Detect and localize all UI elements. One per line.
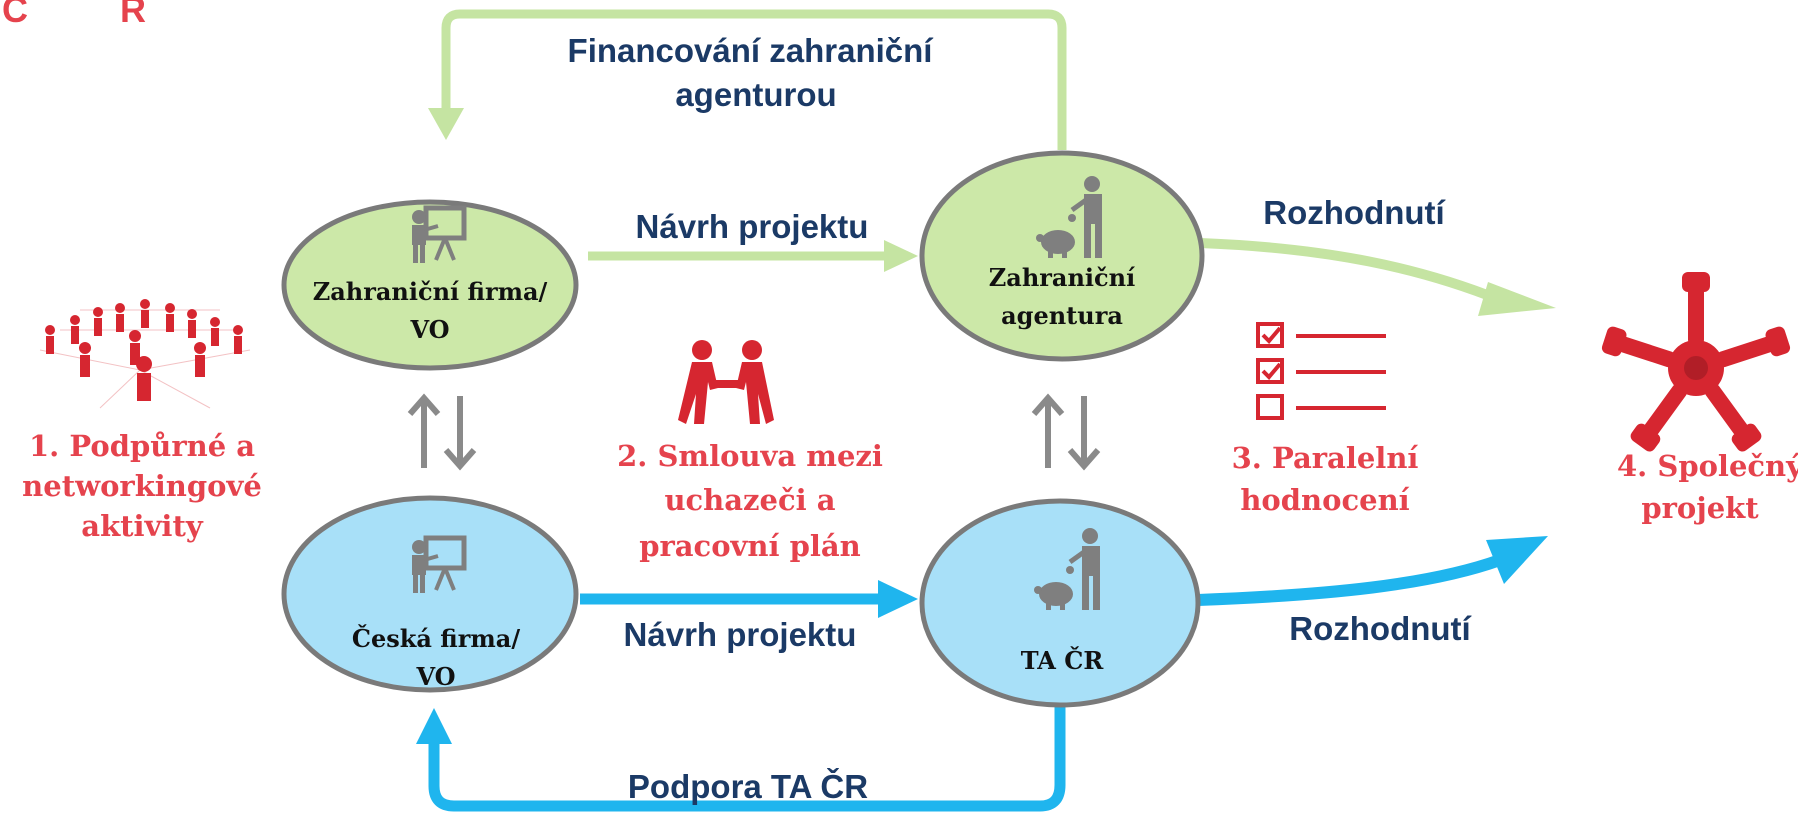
- foreign-company-label-line2: VO: [409, 315, 449, 344]
- node-foreign-company: Zahraniční firma/ VO: [281, 199, 579, 371]
- step4-label-line1: 4. Společný: [1617, 449, 1798, 483]
- funding-arrow: [441, 9, 1067, 150]
- decision-arrow-bottom: [1197, 554, 1503, 606]
- proposal-label-top: Návrh projektu: [636, 208, 869, 245]
- tacr-label: TA ČR: [1021, 646, 1105, 675]
- decision-label-bottom: Rozhodnutí: [1289, 610, 1472, 647]
- checklist-icon: [1256, 322, 1386, 420]
- foreign-agency-label-line2: agentura: [1001, 301, 1123, 330]
- step2-label-line2: uchazeči a: [664, 483, 835, 517]
- brand-letter-r: R: [120, 0, 146, 30]
- node-foreign-agency: Zahraniční agentura: [919, 150, 1205, 362]
- support-arrowhead: [416, 708, 452, 744]
- step1-label-line1: 1. Podpůrné a: [29, 429, 255, 463]
- brand-logo: C R: [2, 0, 146, 30]
- support-label: Podpora TA ČR: [628, 767, 868, 805]
- czech-company-label-line1: Česká firma/: [352, 624, 520, 653]
- czech-company-label-line2: VO: [415, 662, 455, 691]
- proposal-arrowhead-top: [884, 240, 918, 272]
- money-donor-icon: [1036, 176, 1102, 258]
- exchange-arrows-left: [407, 393, 477, 471]
- funding-arrowhead: [428, 108, 464, 140]
- foreign-company-label-line1: Zahraniční firma/: [313, 277, 548, 306]
- proposal-arrowhead-bottom: [878, 580, 918, 618]
- step1-label-line3: aktivity: [81, 509, 204, 543]
- funding-label-line2: agenturou: [675, 76, 836, 113]
- support-arrow: [428, 706, 1066, 812]
- exchange-arrows-right: [1031, 393, 1101, 471]
- step4-label-line2: projekt: [1641, 491, 1759, 525]
- node-czech-company: Česká firma/ VO: [281, 495, 579, 693]
- step3-label-line1: 3. Paralelní: [1232, 441, 1419, 475]
- presenter-board-icon: [412, 205, 467, 263]
- funding-label-line1: Financování zahraniční: [568, 32, 935, 69]
- joined-hands-icon: [1601, 272, 1791, 452]
- handshake-icon: [678, 340, 774, 424]
- step3-label-line2: hodnocení: [1240, 483, 1409, 517]
- network-people-icon: [39, 299, 251, 409]
- step2-label-line1: 2. Smlouva mezi: [617, 439, 883, 473]
- step1-label-line2: networkingové: [22, 469, 262, 503]
- decision-arrowhead-bottom: [1486, 536, 1548, 584]
- presenter-board-icon: [412, 535, 467, 593]
- foreign-agency-label-line1: Zahraniční: [989, 263, 1135, 292]
- node-tacr: TA ČR: [919, 498, 1201, 708]
- brand-letter-c: C: [2, 0, 28, 30]
- money-donor-icon: [1034, 528, 1100, 610]
- proposal-label-bottom: Návrh projektu: [624, 616, 857, 653]
- decision-label-top: Rozhodnutí: [1263, 194, 1446, 231]
- step2-label-line3: pracovní plán: [639, 529, 861, 563]
- decision-arrow-top: [1199, 238, 1502, 305]
- decision-arrowhead-top: [1478, 282, 1556, 316]
